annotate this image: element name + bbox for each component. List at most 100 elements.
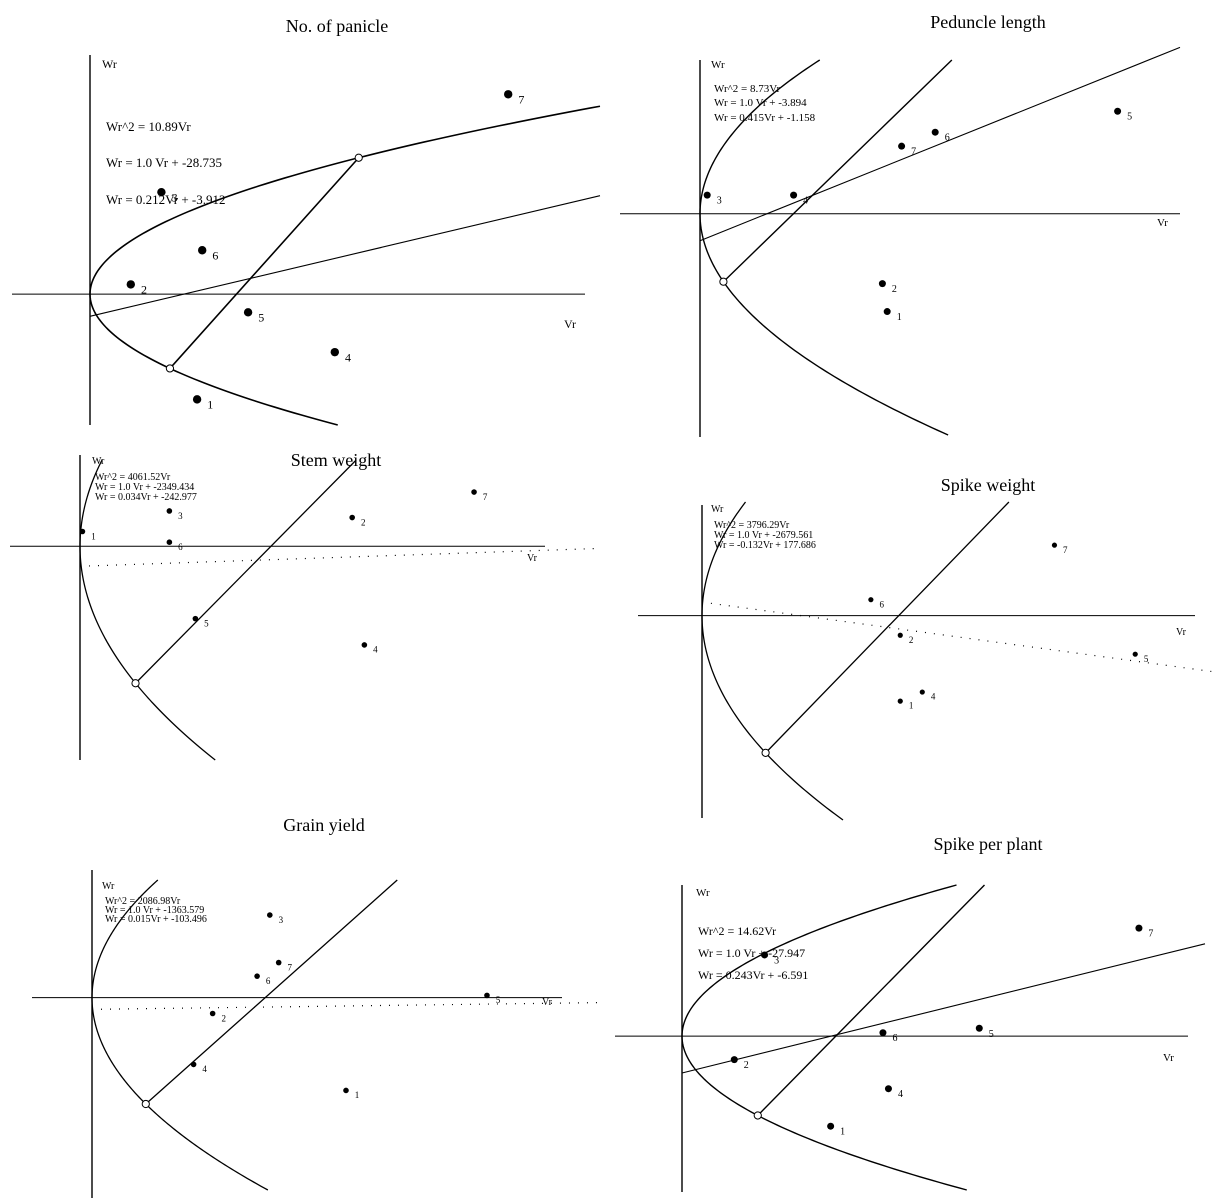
point-label-4: 4 [931, 692, 936, 702]
parent-point-1 [897, 698, 903, 704]
panel-title: Peduncle length [930, 12, 1045, 32]
equation-parabola: Wr^2 = 10.89Vr [106, 119, 191, 134]
point-label-6: 6 [945, 133, 950, 144]
parabola-intersection-marker [761, 748, 770, 757]
parent-point-3 [267, 912, 273, 918]
parent-point-4 [190, 1061, 197, 1068]
equation-unit-slope-line: Wr = 1.0 Vr + -3.894 [714, 97, 807, 109]
equation-regression-line: Wr = 0.034Vr + -242.977 [95, 492, 197, 503]
point-label-7: 7 [483, 492, 488, 502]
parent-point-7 [504, 90, 513, 99]
point-label-1: 1 [909, 701, 914, 711]
regression-line [91, 1001, 601, 1010]
parent-point-6 [868, 597, 874, 603]
panel-title: No. of panicle [286, 16, 388, 36]
parent-point-6 [254, 973, 260, 979]
parabola-intersection-marker [719, 277, 728, 286]
parent-point-5 [243, 308, 253, 317]
point-label-5: 5 [258, 310, 264, 324]
point-label-6: 6 [266, 976, 271, 986]
y-axis-label: Wr [102, 57, 117, 71]
equation-regression-line: Wr = -0.132Vr + 177.686 [714, 540, 816, 551]
equation-parabola: Wr^2 = 4061.52Vr [95, 472, 171, 483]
parent-point-7 [1135, 924, 1143, 932]
point-label-4: 4 [345, 350, 351, 364]
parabola-intersection-marker [141, 1099, 150, 1109]
point-label-6: 6 [212, 248, 218, 262]
equation-unit-slope-line: Wr = 1.0 Vr + -2679.561 [714, 530, 813, 541]
parabola-intersection-marker [354, 153, 363, 162]
parent-point-4 [790, 191, 798, 199]
point-label-7: 7 [1148, 929, 1153, 940]
parent-point-7 [1051, 542, 1058, 548]
panel-title: Spike weight [941, 475, 1036, 495]
equation-parabola: Wr^2 = 3796.29Vr [714, 520, 790, 531]
parent-point-2 [209, 1010, 216, 1017]
x-axis-label: Vr [564, 317, 576, 331]
point-label-2: 2 [744, 1060, 749, 1071]
point-label-1: 1 [897, 312, 902, 323]
parent-point-1 [883, 308, 891, 316]
point-label-6: 6 [879, 599, 884, 609]
x-axis-label: Vr [527, 553, 538, 564]
equation-unit-slope-line: Wr = 1.0 Vr + -27.947 [698, 946, 805, 960]
point-label-2: 2 [361, 517, 366, 527]
point-label-3: 3 [172, 190, 178, 204]
parent-point-4 [884, 1085, 892, 1093]
unit-slope-line [722, 59, 953, 283]
point-label-2: 2 [909, 635, 914, 645]
y-axis-label: Wr [711, 59, 725, 71]
parent-point-7 [275, 959, 282, 966]
parent-point-5 [192, 615, 199, 622]
parent-point-6 [879, 1029, 887, 1037]
point-label-7: 7 [518, 92, 524, 106]
parent-point-1 [827, 1122, 835, 1130]
parent-point-5 [975, 1024, 983, 1032]
panel-title: Spike per plant [934, 834, 1043, 854]
parent-point-5 [1132, 651, 1138, 657]
equation-regression-line: Wr = 0.243Vr + -6.591 [698, 968, 808, 982]
parent-point-1 [343, 1087, 349, 1094]
point-label-7: 7 [1063, 545, 1068, 555]
x-axis-label: Vr [1163, 1052, 1174, 1064]
point-label-4: 4 [898, 1089, 903, 1100]
regression-line [89, 195, 601, 317]
parent-point-4 [361, 642, 368, 648]
parent-point-6 [166, 539, 173, 545]
parent-point-6 [931, 128, 939, 136]
parent-point-2 [730, 1056, 738, 1064]
point-label-4: 4 [803, 196, 808, 207]
parent-point-4 [919, 689, 925, 695]
panel-title: Grain yield [283, 815, 364, 835]
regression-line [699, 46, 1181, 242]
point-label-4: 4 [373, 645, 378, 655]
equation-unit-slope-line: Wr = 1.0 Vr + -1363.579 [105, 905, 204, 916]
panel-no-of-panicle: No. of panicle Wr^2 = 10.89Vr Wr = 1.0 V… [12, 16, 601, 426]
parent-point-2 [126, 280, 135, 289]
panel-title: Stem weight [291, 450, 382, 470]
point-label-3: 3 [717, 196, 722, 207]
panel-spike-weight: Spike weight Wr^2 = 3796.29Vr Wr = 1.0 V… [638, 475, 1216, 821]
parent-point-7 [898, 142, 906, 150]
point-label-7: 7 [911, 147, 916, 158]
parent-point-3 [157, 187, 166, 197]
point-label-6: 6 [178, 542, 183, 552]
equation-unit-slope-line: Wr = 1.0 Vr + -28.735 [106, 155, 222, 170]
point-label-2: 2 [892, 284, 897, 295]
point-label-5: 5 [496, 995, 501, 1005]
unit-slope-line [169, 157, 360, 369]
regression-line [701, 601, 1216, 673]
parent-point-2 [897, 632, 903, 638]
parent-point-1 [79, 528, 86, 535]
y-axis-label: Wr [92, 456, 105, 467]
point-label-7: 7 [287, 962, 292, 972]
y-axis-label: Wr [696, 887, 710, 899]
parent-point-3 [703, 191, 711, 199]
limiting-parabola [701, 501, 844, 821]
panel-grain-yield: Grain yield Wr^2 = 2086.98Vr Wr = 1.0 Vr… [32, 815, 601, 1198]
point-label-1: 1 [355, 1090, 360, 1100]
equation-parabola: Wr^2 = 2086.98Vr [105, 896, 181, 907]
parent-point-3 [761, 951, 769, 959]
parent-point-7 [471, 489, 477, 495]
point-label-5: 5 [1127, 112, 1132, 123]
